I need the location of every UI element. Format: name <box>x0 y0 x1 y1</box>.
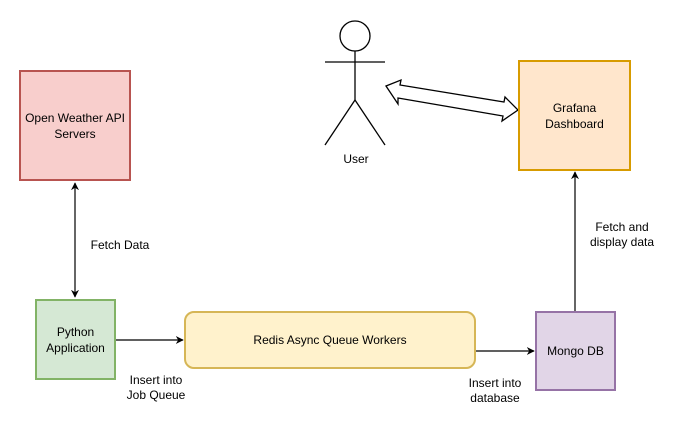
mongo-db-label: Mongo DB <box>547 344 604 358</box>
user-right-leg <box>354 99 386 146</box>
fetch-display-line2: display data <box>589 235 655 249</box>
open-weather-api-node: Open Weather API Servers <box>19 70 131 181</box>
user-label: User <box>330 152 382 167</box>
fetch-display-edge-label: Fetch and display data <box>580 220 664 250</box>
python-application-label-line2: Application <box>46 340 105 355</box>
fetch-data-edge-label: Fetch Data <box>80 238 160 253</box>
insert-database-line1: Insert into <box>468 376 522 390</box>
user-label-text: User <box>343 152 369 166</box>
open-weather-api-label-line1: Open Weather API <box>25 110 125 125</box>
insert-job-queue-edge-label: Insert into Job Queue <box>118 373 194 403</box>
grafana-dashboard-label-line2: Dashboard <box>545 116 604 131</box>
insert-job-queue-line2: Job Queue <box>126 388 186 402</box>
user-actor-figure <box>324 20 386 146</box>
mongo-db-node: Mongo DB <box>535 311 616 391</box>
open-weather-api-label-line2: Servers <box>54 126 96 141</box>
insert-database-edge-label: Insert into database <box>458 376 532 406</box>
insert-database-line2: database <box>470 391 520 405</box>
grafana-dashboard-label: Grafana Dashboard <box>545 100 604 132</box>
fetch-display-line1: Fetch and <box>595 220 649 234</box>
grafana-dashboard-node: Grafana Dashboard <box>518 60 631 171</box>
redis-queue-workers-node: Redis Async Queue Workers <box>184 311 476 369</box>
user-head <box>339 20 371 52</box>
python-application-node: Python Application <box>35 299 116 380</box>
python-application-label: Python Application <box>46 324 105 356</box>
user-grafana-double-arrow <box>385 78 520 123</box>
python-application-label-line1: Python <box>56 324 95 339</box>
user-left-leg <box>324 99 356 146</box>
open-weather-api-label: Open Weather API Servers <box>25 110 125 142</box>
insert-job-queue-line1: Insert into <box>129 373 183 387</box>
fetch-data-edge-label-text: Fetch Data <box>90 238 150 252</box>
redis-queue-workers-label: Redis Async Queue Workers <box>253 333 407 347</box>
grafana-dashboard-label-line1: Grafana <box>552 100 597 115</box>
